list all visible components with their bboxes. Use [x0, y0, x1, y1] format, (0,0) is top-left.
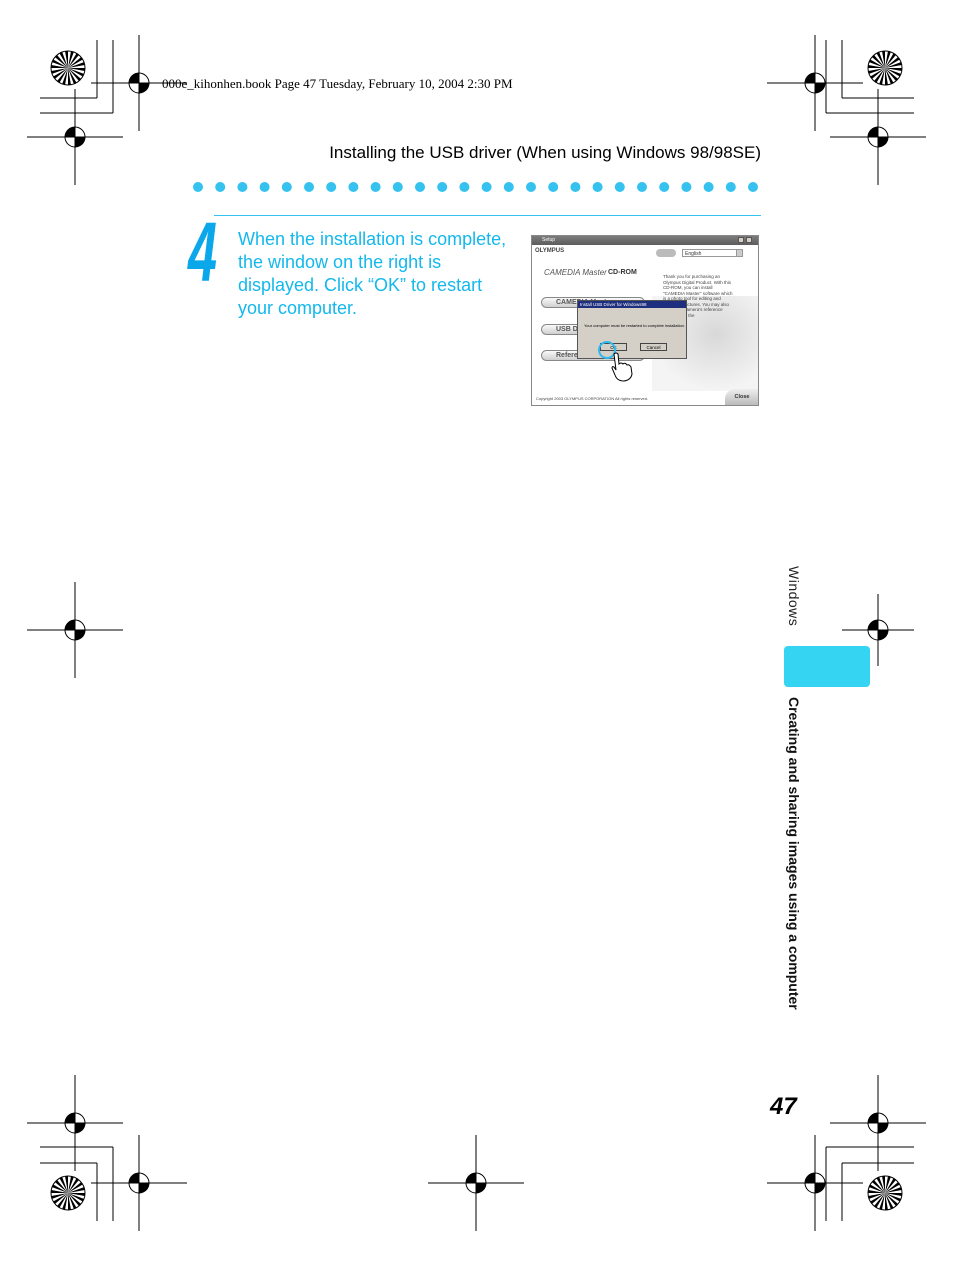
copyright-text: Copyright 2003 OLYMPUS CORPORATION All r… — [536, 396, 649, 401]
step-rule — [214, 215, 761, 216]
dialog-message: Your computer must be restarted to compl… — [584, 323, 686, 328]
language-icon — [656, 249, 676, 257]
language-select: English — [682, 249, 742, 257]
print-slug: 000e_kihonhen.book Page 47 Tuesday, Febr… — [162, 76, 513, 91]
step-number: 4 — [188, 205, 217, 299]
brand-logo: OLYMPUS — [535, 248, 565, 254]
chevron-down-icon — [736, 249, 743, 257]
chapter-tab-label: Creating and sharing images using a comp… — [786, 697, 802, 1010]
ok-highlight-circle — [598, 341, 616, 359]
page-header: Installing the USB driver (When using Wi… — [329, 143, 761, 162]
cancel-button: Cancel — [640, 343, 667, 351]
setup-window-screenshot: Setup OLYMPUS English CAMEDIA Master CD-… — [531, 235, 759, 406]
section-tab-label: Windows — [786, 566, 802, 627]
close-icon — [746, 237, 752, 243]
dot-rule — [193, 182, 758, 192]
step-instruction: When the installation is complete, the w… — [238, 229, 507, 318]
product-name: CAMEDIA Master — [544, 268, 607, 277]
product-suffix: CD-ROM — [608, 269, 637, 276]
page-number: 47 — [770, 1093, 797, 1120]
window-titlebar: Setup — [532, 236, 758, 245]
minimize-icon — [738, 237, 744, 243]
usb-install-dialog: Install USB Driver for Windows98 Your co… — [577, 300, 687, 359]
dialog-title: Install USB Driver for Windows98 — [578, 301, 686, 308]
close-button: Close — [725, 389, 758, 405]
pointer-hand-icon — [611, 352, 633, 382]
section-tab-marker — [784, 646, 870, 687]
